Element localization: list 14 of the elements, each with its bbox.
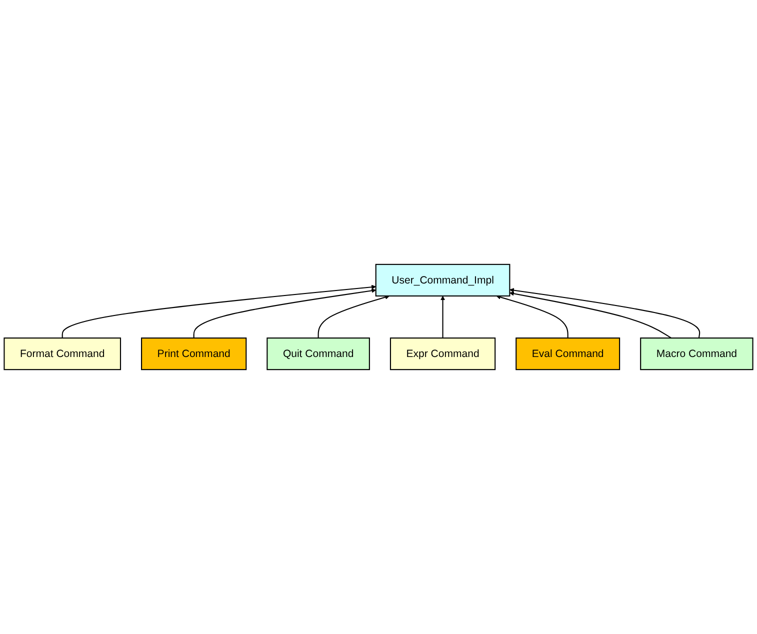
arrow — [509, 288, 700, 338]
arrow — [509, 291, 672, 338]
arrow — [193, 288, 376, 338]
arrow — [440, 296, 446, 338]
node-box: User_Command_Impl — [375, 264, 510, 296]
node-box: Macro Command — [640, 338, 754, 370]
node-box: Format Command — [4, 338, 122, 370]
arrow — [496, 294, 568, 338]
arrow — [62, 284, 376, 338]
node-box: Quit Command — [266, 338, 370, 370]
node-box: Expr Command — [390, 338, 496, 370]
node-box: Eval Command — [516, 338, 620, 370]
arrow — [318, 294, 390, 338]
node-box: Print Command — [141, 338, 247, 370]
